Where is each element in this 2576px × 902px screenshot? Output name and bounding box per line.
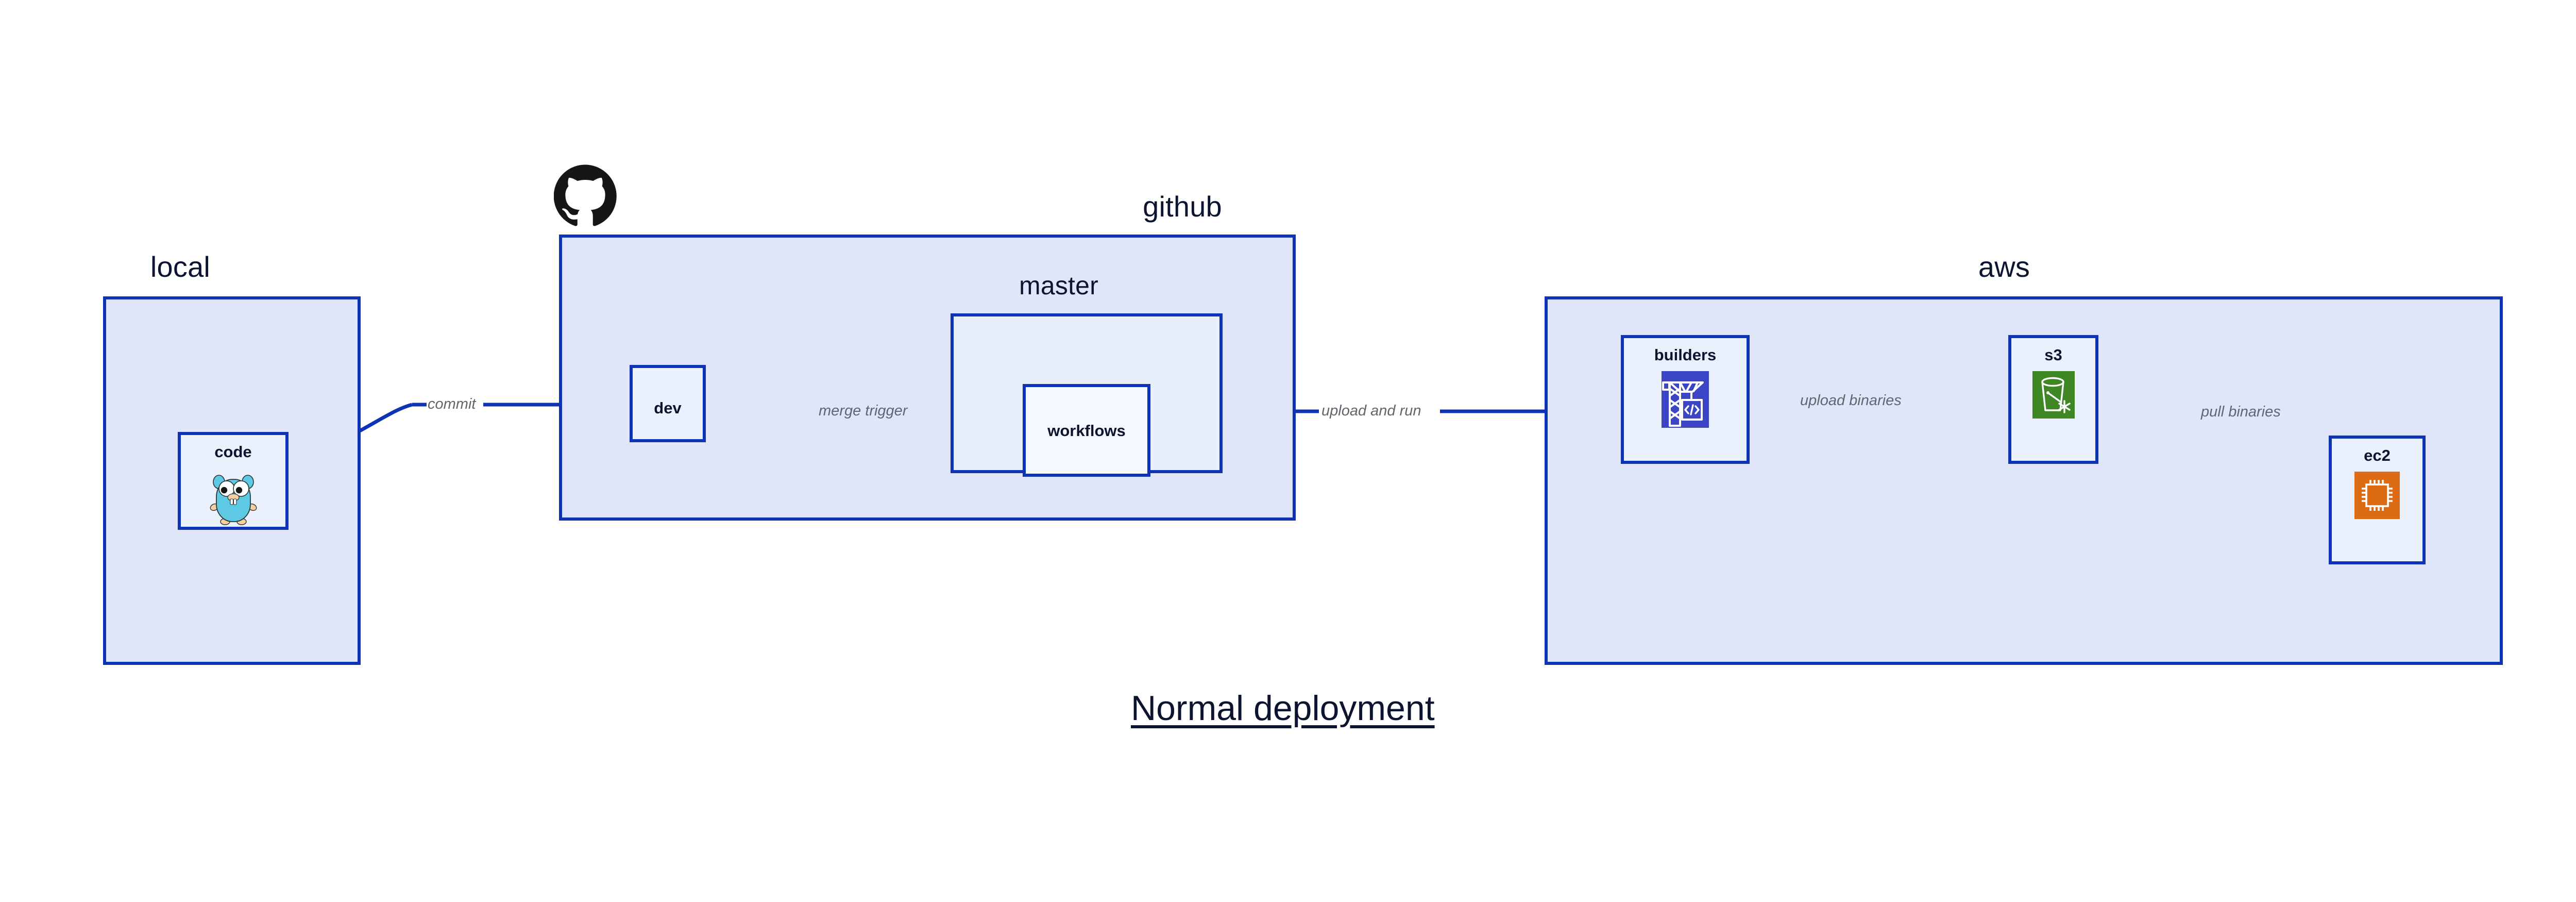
node-builders[interactable]: builders <box>1621 335 1750 464</box>
node-label-builders: builders <box>1654 346 1717 364</box>
node-label-code: code <box>214 443 252 461</box>
edge-label-merge-trigger: merge trigger <box>819 403 908 419</box>
group-label-github: github <box>1143 190 1222 223</box>
edge-label-upload-and-run: upload and run <box>1321 403 1421 419</box>
group-label-master: master <box>1019 271 1098 300</box>
node-label-s3: s3 <box>2044 346 2062 364</box>
edge-label-pull-binaries: pull binaries <box>2201 404 2281 420</box>
github-octocat-logo <box>553 164 617 229</box>
go-gopher-icon <box>210 468 257 528</box>
node-s3[interactable]: s3 <box>2008 335 2098 464</box>
aws-crane-builder-icon <box>1662 371 1709 430</box>
node-label-workflows: workflows <box>1047 422 1126 440</box>
edge-label-commit: commit <box>428 396 476 412</box>
aws-ec2-chip-icon <box>2354 472 2400 522</box>
group-label-local: local <box>150 250 211 283</box>
node-label-ec2: ec2 <box>2364 446 2391 464</box>
aws-s3-bucket-icon <box>2032 371 2075 421</box>
node-ec2[interactable]: ec2 <box>2329 436 2426 564</box>
node-dev[interactable]: dev <box>630 365 706 442</box>
node-code[interactable]: code <box>178 432 289 530</box>
diagram-title: Normal deployment <box>1131 689 1435 728</box>
edge-label-upload-binaries: upload binaries <box>1800 392 1902 409</box>
node-label-dev: dev <box>654 399 682 417</box>
group-label-aws: aws <box>1978 250 2030 283</box>
node-workflows[interactable]: workflows <box>1023 384 1150 477</box>
